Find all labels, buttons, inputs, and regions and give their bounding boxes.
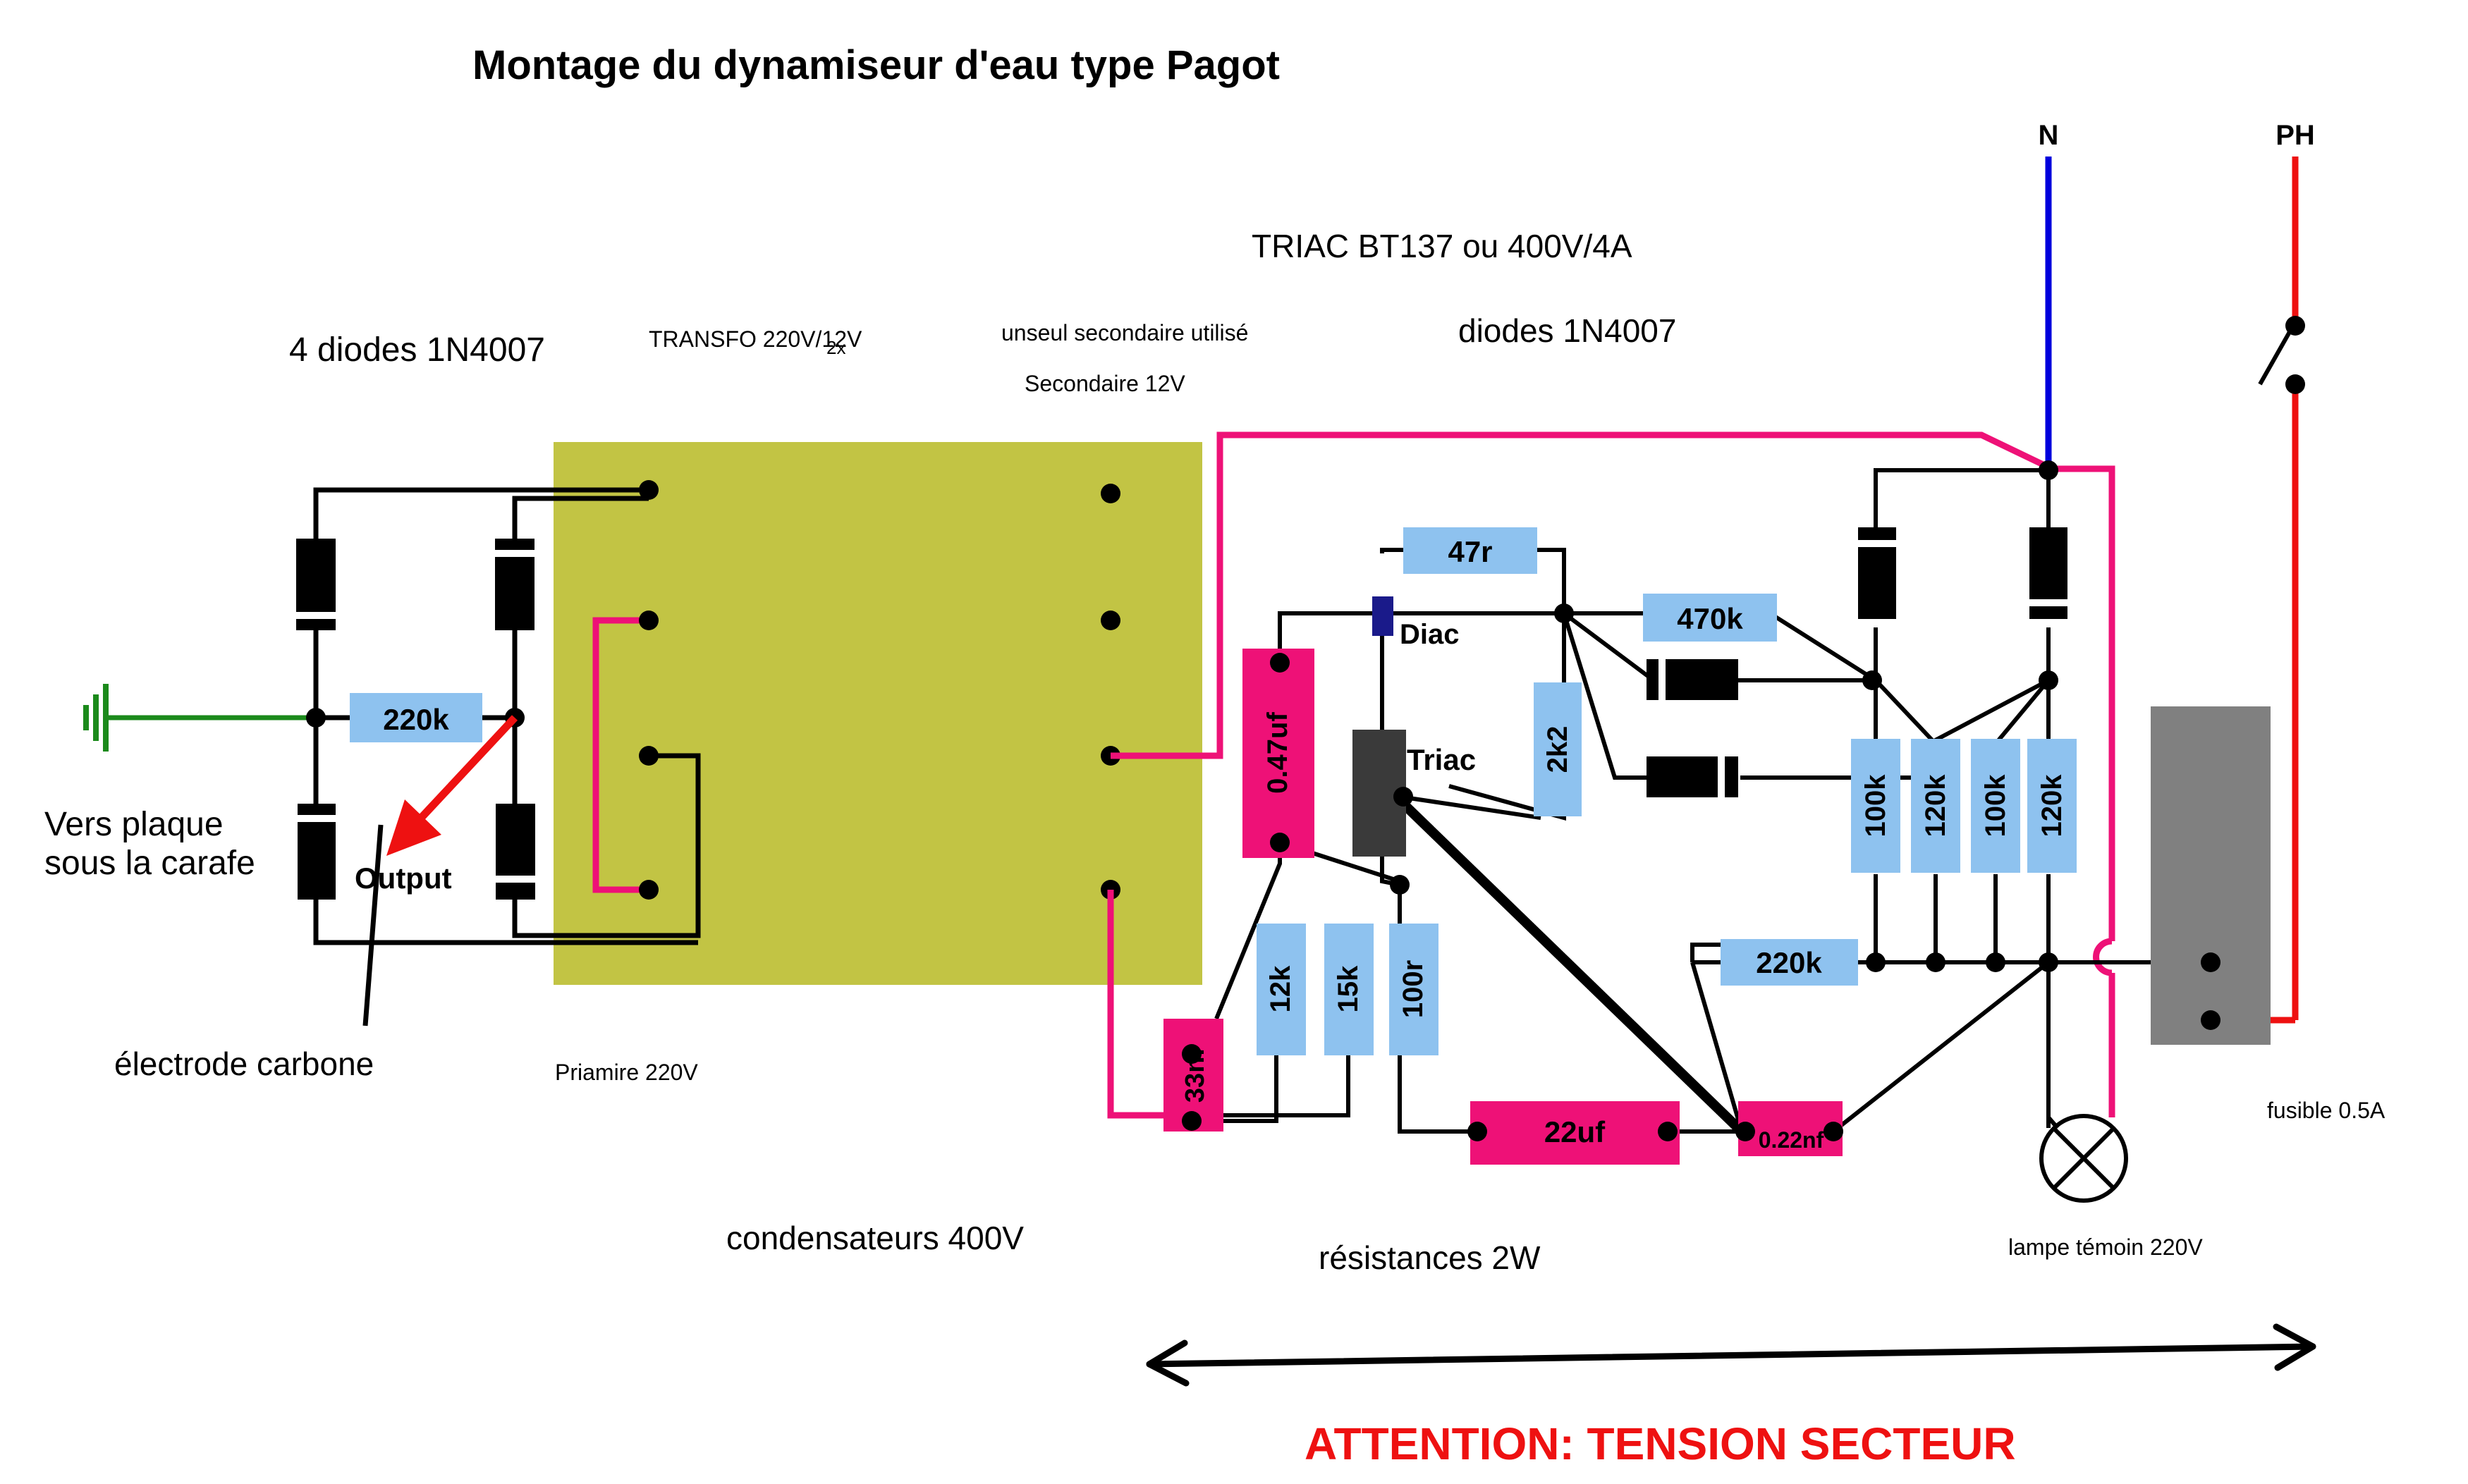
primary-loop-wire bbox=[592, 617, 649, 893]
pink-wires bbox=[1107, 431, 2115, 1119]
electrode-lead bbox=[362, 824, 384, 1026]
resistor-100k-b-label: 100k bbox=[1980, 774, 2011, 838]
resistor-120k-b-label: 120k bbox=[2036, 774, 2067, 838]
resistor-100k-a-label: 100k bbox=[1860, 774, 1891, 838]
resistor-15k-label: 15k bbox=[1333, 965, 1364, 1012]
output-arrow bbox=[411, 715, 518, 828]
transformer-terminals bbox=[639, 480, 1120, 900]
label-phase: PH bbox=[2275, 120, 2315, 151]
label-fusible: fusible 0.5A bbox=[2267, 1098, 2385, 1123]
resistor-100r-label: 100r bbox=[1398, 960, 1429, 1018]
lamp-icon bbox=[2039, 1114, 2128, 1203]
label-transfo: TRANSFO 220V/12V bbox=[649, 326, 862, 352]
resistor-470k-label: 470k bbox=[1677, 602, 1743, 635]
resistor-2k2 bbox=[1534, 682, 1582, 816]
label-resistances: résistances 2W bbox=[1319, 1239, 1541, 1276]
resistor-120k-a-label: 120k bbox=[1920, 774, 1951, 838]
label-lampe: lampe témoin 220V bbox=[2008, 1234, 2203, 1260]
diac-label: Diac bbox=[1400, 619, 1460, 650]
capacitor-047uf bbox=[1242, 649, 1314, 858]
resistor-470k bbox=[1643, 594, 1777, 642]
diode-bridge-left bbox=[296, 539, 535, 900]
page-title: Montage du dynamiseur d'eau type Pagot bbox=[472, 42, 1280, 88]
junction-nodes bbox=[1182, 460, 2220, 1141]
ground-icon bbox=[83, 684, 109, 752]
output-arrowhead bbox=[386, 799, 441, 856]
resistor-12k-label: 12k bbox=[1265, 965, 1296, 1012]
capacitor-22uf-label: 22uf bbox=[1544, 1115, 1606, 1148]
label-vers-plaque-2: sous la carafe bbox=[44, 845, 255, 882]
label-transfo-2x: 2x bbox=[826, 337, 845, 358]
label-triac-spec: TRIAC BT137 ou 400V/4A bbox=[1252, 228, 1632, 264]
resistor-220k-left bbox=[350, 693, 482, 742]
resistor-column bbox=[1851, 739, 2077, 873]
capacitor-022nf-label: 0.22nf bbox=[1759, 1127, 1824, 1153]
fuse bbox=[2151, 706, 2271, 1045]
triac-output-wire bbox=[1400, 799, 1745, 1136]
capacitor-047uf-label: 0.47uf bbox=[1262, 712, 1293, 794]
resistor-220k-right-label: 220k bbox=[1756, 946, 1822, 979]
resistor-12k bbox=[1257, 924, 1306, 1055]
double-arrow-icon bbox=[1146, 1323, 2316, 1387]
label-unseul: unseul secondaire utilisé bbox=[1001, 320, 1248, 345]
label-neutral: N bbox=[2039, 120, 2059, 151]
switch-icon bbox=[2258, 324, 2295, 386]
label-condensateurs: condensateurs 400V bbox=[726, 1220, 1024, 1256]
triac-label: Triac bbox=[1407, 743, 1476, 776]
diac bbox=[1372, 596, 1393, 636]
resistor-220k-right bbox=[1721, 939, 1858, 986]
label-electrode: électrode carbone bbox=[114, 1045, 374, 1082]
label-diodes-right: diodes 1N4007 bbox=[1458, 312, 1676, 349]
resistor-100r bbox=[1389, 924, 1438, 1055]
warning-label: ATTENTION: TENSION SECTEUR bbox=[1305, 1418, 2016, 1469]
resistor-15k bbox=[1324, 924, 1374, 1055]
label-vers-plaque-1: Vers plaque bbox=[44, 806, 224, 843]
label-secondaire: Secondaire 12V bbox=[1025, 371, 1185, 396]
capacitor-22uf bbox=[1470, 1101, 1680, 1165]
resistor-2k2-label: 2k2 bbox=[1542, 726, 1573, 773]
diodes-right bbox=[1647, 527, 2067, 797]
output-label: Output bbox=[355, 861, 452, 895]
resistor-47r-label: 47r bbox=[1448, 535, 1492, 568]
label-diodes-left: 4 diodes 1N4007 bbox=[289, 331, 545, 369]
resistor-220k-left-label: 220k bbox=[383, 703, 449, 736]
label-primaire: Priamire 220V bbox=[555, 1060, 698, 1085]
transformer bbox=[554, 442, 1202, 985]
resistor-47r bbox=[1403, 527, 1537, 574]
switch-contacts bbox=[2285, 316, 2305, 394]
